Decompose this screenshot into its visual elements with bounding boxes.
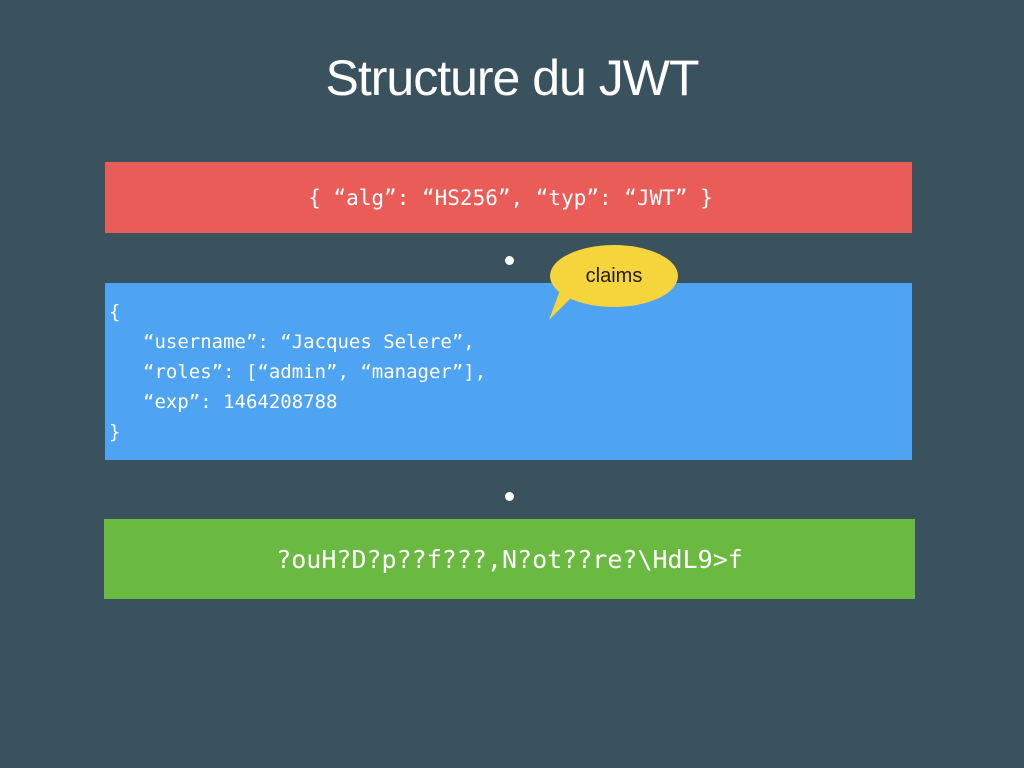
slide-title: Structure du JWT bbox=[325, 50, 700, 106]
payload-line-username: “username”: “Jacques Selere”, bbox=[143, 331, 475, 353]
claims-callout-label: claims bbox=[585, 264, 643, 287]
jwt-header-block: { “alg”: “HS256”, “typ”: “JWT” } bbox=[105, 162, 912, 233]
claims-callout: claims bbox=[550, 245, 678, 307]
jwt-header-text: { “alg”: “HS256”, “typ”: “JWT” } bbox=[308, 185, 713, 210]
jwt-signature-block: ?ouH?D?p??f???,N?ot??re?\HdL9>f bbox=[104, 519, 915, 599]
payload-line-open-brace: { bbox=[109, 301, 121, 323]
separator-dot-2 bbox=[505, 492, 514, 501]
payload-line-close-brace: } bbox=[109, 421, 121, 443]
separator-dot-1 bbox=[505, 256, 514, 265]
jwt-payload-block: { “username”: “Jacques Selere”, “roles”:… bbox=[105, 283, 912, 460]
payload-line-exp: “exp”: 1464208788 bbox=[143, 391, 338, 413]
jwt-signature-text: ?ouH?D?p??f???,N?ot??re?\HdL9>f bbox=[276, 544, 743, 574]
payload-line-roles: “roles”: [“admin”, “manager”], bbox=[143, 361, 487, 383]
